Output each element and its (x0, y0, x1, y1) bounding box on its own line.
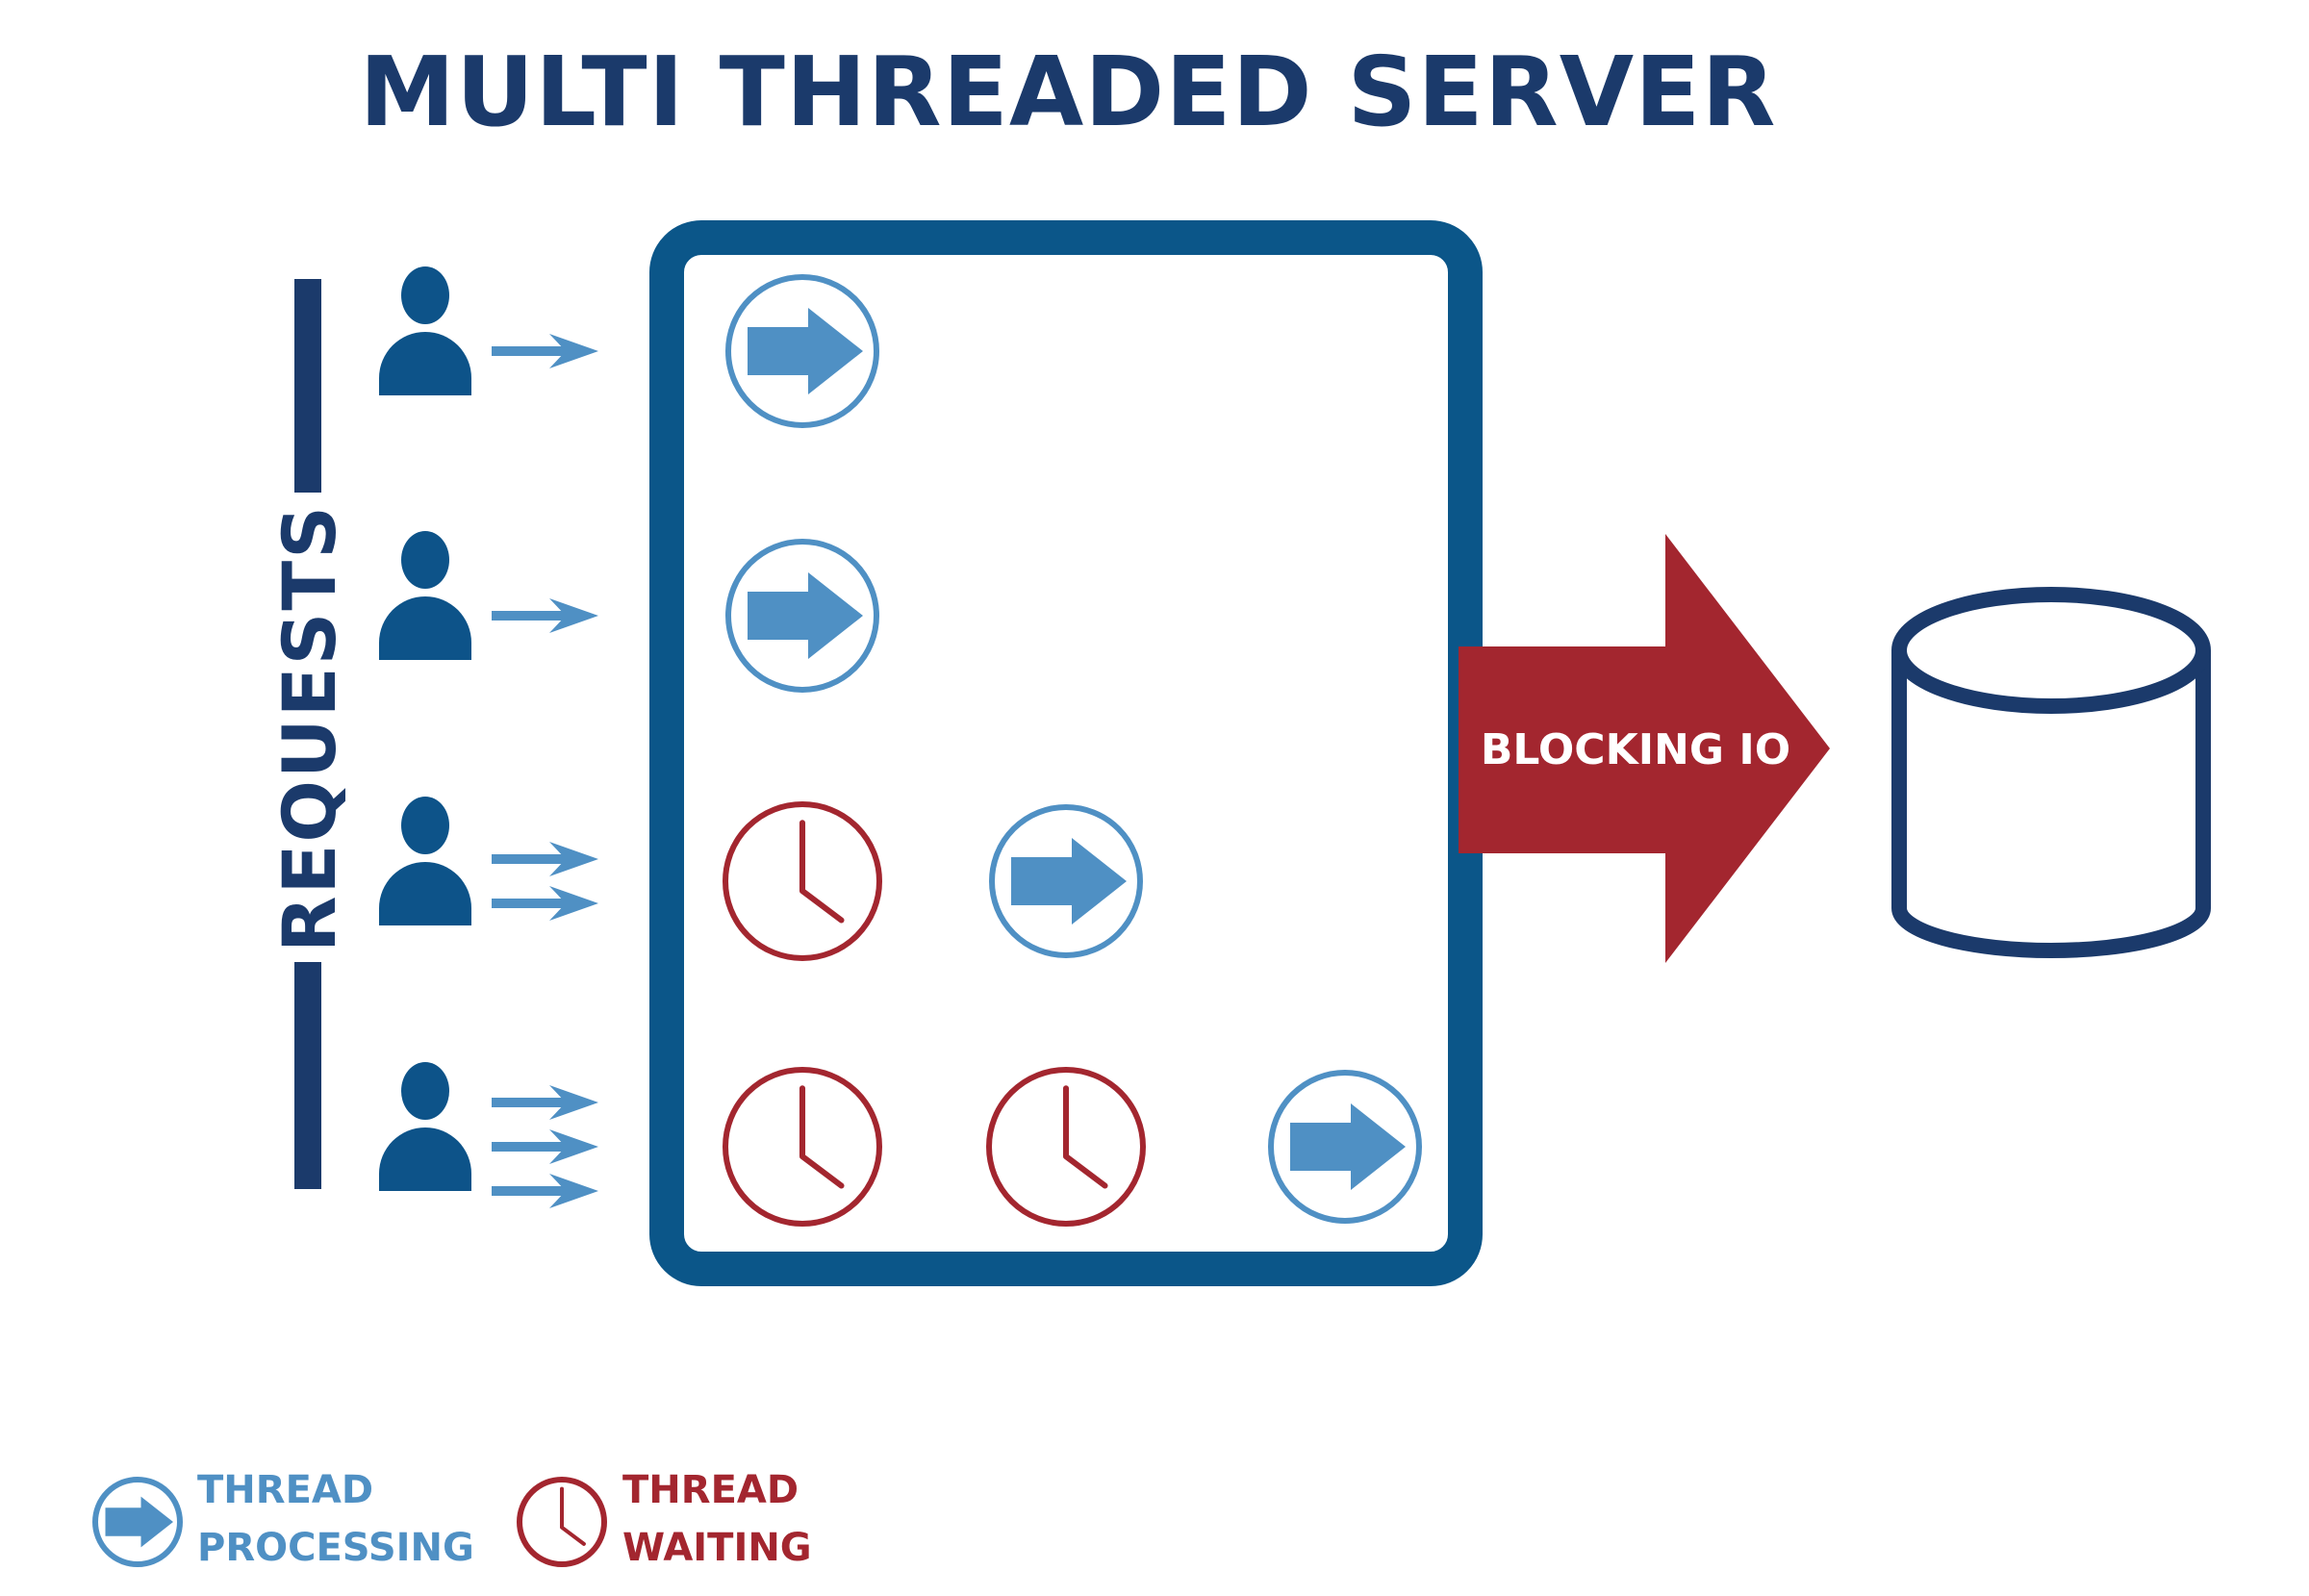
legend-waiting-line2: WAITING (622, 1526, 812, 1570)
thread-row (723, 801, 1143, 961)
request-row (379, 797, 598, 925)
clock-hands-icon (799, 1085, 845, 1189)
thread-processing-icon (725, 539, 879, 693)
thread-waiting-icon (986, 1067, 1146, 1227)
request-arrow-icon (492, 1129, 598, 1164)
clock-hands-icon (799, 820, 845, 924)
processing-arrow-icon (1011, 838, 1127, 925)
user-head (401, 266, 449, 324)
database-icon (1891, 587, 2211, 958)
thread-processing-icon (92, 1477, 183, 1567)
thread-row (723, 1067, 1422, 1227)
processing-arrow-icon (105, 1496, 173, 1548)
database-top (1891, 587, 2211, 714)
thread-waiting-icon (723, 1067, 882, 1227)
request-arrow-icon (492, 1085, 598, 1120)
request-arrow-head (549, 886, 598, 921)
thread-processing-icon (989, 804, 1143, 958)
request-row (379, 266, 598, 395)
request-row (379, 531, 598, 660)
requests-bracket: REQUESTS (266, 279, 352, 1189)
requests-label: REQUESTS (266, 504, 352, 952)
users-layer (379, 266, 598, 1208)
legend: THREAD PROCESSING THREAD WAITING (92, 1468, 812, 1570)
thread-row (725, 274, 879, 428)
blocking-io-label: BLOCKING IO (1481, 725, 1790, 774)
legend-waiting-line1: THREAD (622, 1468, 799, 1512)
thread-row (725, 539, 879, 693)
processing-arrow-icon (748, 308, 863, 394)
request-arrow-head (549, 1129, 598, 1164)
request-arrow-icon (492, 334, 598, 368)
request-arrow-head (549, 1085, 598, 1120)
request-arrow-head (549, 598, 598, 633)
user-icon (379, 266, 471, 395)
request-arrow-head (549, 1174, 598, 1208)
user-body (379, 1127, 471, 1191)
thread-waiting-icon (517, 1477, 607, 1567)
user-head (401, 797, 449, 854)
request-arrow-icon (492, 842, 598, 876)
diagram-title: MULTI THREADED SERVER (360, 36, 1777, 148)
processing-arrow-icon (1290, 1103, 1406, 1190)
clock-hands-icon (560, 1486, 586, 1546)
user-head (401, 1062, 449, 1120)
thread-waiting-icon (723, 801, 882, 961)
request-arrow-head (549, 842, 598, 876)
clock-hands-icon (1062, 1085, 1108, 1189)
legend-processing-line1: THREAD (197, 1468, 373, 1512)
processing-arrow-icon (748, 572, 863, 659)
user-icon (379, 1062, 471, 1191)
request-arrow-icon (492, 598, 598, 633)
user-body (379, 332, 471, 395)
request-arrow-head (549, 334, 598, 368)
database-body (1891, 650, 2211, 958)
user-body (379, 862, 471, 925)
user-icon (379, 797, 471, 925)
threads-layer (723, 274, 1422, 1227)
user-head (401, 531, 449, 589)
request-arrow-icon (492, 1174, 598, 1208)
thread-processing-icon (725, 274, 879, 428)
user-body (379, 596, 471, 660)
legend-processing-icon (92, 1477, 183, 1567)
blocking-io-arrow-shape (1459, 534, 1830, 963)
request-row (379, 1062, 598, 1208)
user-icon (379, 531, 471, 660)
legend-processing-line2: PROCESSING (197, 1526, 474, 1570)
blocking-io-arrow: BLOCKING IO (1459, 534, 1830, 963)
request-arrow-icon (492, 886, 598, 921)
legend-waiting-icon (517, 1477, 607, 1567)
thread-processing-icon (1268, 1070, 1422, 1224)
